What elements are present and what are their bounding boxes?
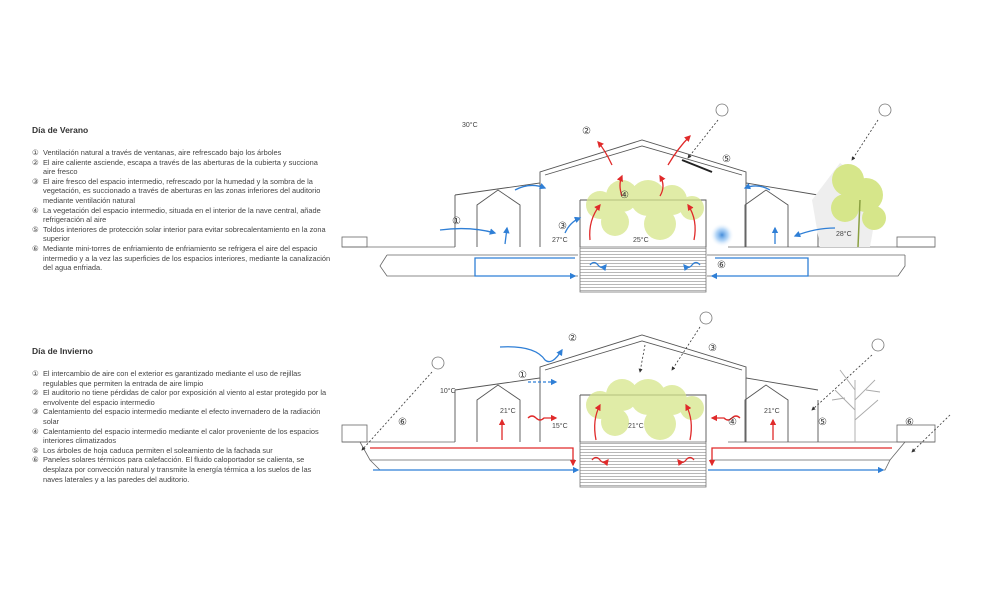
temp-left: 21°C: [500, 407, 516, 415]
label-4: ④: [620, 190, 629, 201]
item-number: ⑤: [32, 445, 39, 455]
winter-wind: [373, 346, 885, 474]
label-5: ⑤: [818, 417, 827, 428]
sun-icon: [715, 103, 892, 117]
temp-mid: 15°C: [552, 422, 568, 430]
label-6: ⑥: [717, 260, 726, 271]
winter-main-roof: [454, 334, 819, 442]
temp-center: 21°C: [628, 422, 644, 430]
summer-main-roof: [454, 139, 819, 247]
item-number: ①: [32, 369, 39, 378]
item-text: Ventilación natural a través de ventanas…: [43, 148, 282, 157]
summer-section: ① ② ③ ④ ⑤ ⑥ 30°C 27°C 25°C 28°C: [341, 103, 936, 293]
list-item: ⑥ Paneles solares térmicos para calefacci…: [32, 455, 332, 484]
label-2: ②: [568, 333, 577, 344]
label-6-right: ⑥: [905, 417, 914, 428]
list-item: ③ Calentamiento del espacio intermedio me…: [32, 407, 332, 426]
item-number: ③: [32, 407, 39, 417]
label-5: ⑤: [722, 154, 731, 165]
winter-side-buildings: [454, 384, 819, 442]
item-number: ⑥: [32, 243, 39, 253]
item-number: ④: [32, 205, 39, 215]
item-text: El aire fresco del espacio intermedio, r…: [43, 176, 321, 205]
summer-list: ① Ventilación natural a través de ventana…: [32, 148, 332, 273]
summer-legend: Día de Verano ① Ventilación natural a tra…: [32, 125, 332, 273]
winter-legend: Día de Invierno ① El intercambio de aire …: [32, 346, 332, 484]
label-4: ④: [728, 417, 737, 428]
item-text: El aire caliente asciende, escapa a trav…: [43, 157, 318, 177]
list-item: ④ Calentamiento del espacio intermedio me…: [32, 427, 332, 446]
item-text: Los árboles de hoja caduca permiten el s…: [43, 445, 273, 455]
winter-title: Día de Invierno: [32, 346, 93, 356]
winter-labels: ① ② ③ ④ ⑤ ⑥ ⑥: [398, 333, 914, 428]
list-item: ① Ventilación natural a través de ventana…: [32, 148, 332, 158]
summer-vegetation: [586, 180, 704, 240]
item-text: Calentamiento del espacio intermedio med…: [43, 407, 321, 426]
winter-stairs: [579, 441, 707, 488]
bare-tree: [831, 369, 881, 442]
winter-heat: [370, 403, 892, 467]
list-item: ② El auditorio no tiene pérdidas de calor…: [32, 388, 332, 407]
cooling-tower-icon: [710, 223, 734, 247]
item-number: ③: [32, 176, 39, 186]
temp-center: 25°C: [633, 236, 649, 244]
winter-list: ① El intercambio de aire con el exterior …: [32, 369, 332, 484]
list-item: ⑥ Mediante mini-torres de enfriamiento de…: [32, 244, 332, 273]
temp-right: 21°C: [764, 407, 780, 415]
item-number: ⑤: [32, 224, 39, 234]
label-3: ③: [708, 343, 717, 354]
summer-warm-airflow: [589, 135, 696, 241]
item-text: La vegetación del espacio intermedio, si…: [43, 205, 321, 225]
winter-vegetation: [586, 379, 704, 440]
item-number: ①: [32, 148, 39, 157]
item-text: Toldos interiores de protección solar in…: [43, 224, 326, 244]
awning: [681, 159, 713, 173]
sun-icon: [431, 311, 885, 370]
temp-mid: 27°C: [552, 236, 568, 244]
label-2: ②: [582, 126, 591, 137]
temp-outside: 10°C: [440, 387, 456, 395]
summer-stairs: [579, 246, 707, 293]
sun-rays: [687, 119, 879, 161]
sun-rays: [361, 326, 951, 453]
item-number: ②: [32, 157, 39, 167]
list-item: ③ El aire fresco del espacio intermedio, …: [32, 177, 332, 206]
label-3: ③: [558, 221, 567, 232]
temp-tree: 28°C: [836, 230, 852, 238]
winter-section: ① ② ③ ④ ⑤ ⑥ ⑥ 10°C 21°C 15°C 21°C 21°C: [341, 311, 951, 488]
winter-temperatures: 10°C 21°C 15°C 21°C 21°C: [440, 387, 780, 430]
item-text: El intercambio de aire con el exterior e…: [43, 369, 301, 388]
item-number: ②: [32, 388, 39, 398]
label-1: ①: [518, 370, 527, 381]
label-6-left: ⑥: [398, 417, 407, 428]
item-number: ④: [32, 426, 39, 436]
summer-temperatures: 30°C 27°C 25°C 28°C: [462, 121, 852, 244]
summer-tree: [812, 163, 886, 248]
item-number: ⑥: [32, 455, 39, 465]
list-item: ① El intercambio de aire con el exterior …: [32, 369, 332, 388]
label-1: ①: [452, 216, 461, 227]
summer-title: Día de Verano: [32, 125, 89, 135]
list-item: ② El aire caliente asciende, escapa a tra…: [32, 158, 332, 177]
summer-cool-airflow: [439, 183, 836, 280]
list-item: ⑤ Toldos interiores de protección solar i…: [32, 225, 332, 244]
list-item: ⑤ Los árboles de hoja caduca permiten el …: [32, 446, 332, 456]
summer-labels: ① ② ③ ④ ⑤ ⑥: [452, 126, 731, 271]
item-text: Paneles solares térmicos para calefacció…: [43, 455, 312, 484]
temp-outside: 30°C: [462, 121, 478, 129]
item-text: El auditorio no tiene pérdidas de calor …: [43, 388, 327, 407]
list-item: ④ La vegetación del espacio intermedio, s…: [32, 206, 332, 225]
item-text: Mediante mini-torres de enfriamiento de …: [43, 243, 331, 273]
item-text: Calentamiento del espacio intermedio med…: [43, 426, 319, 446]
